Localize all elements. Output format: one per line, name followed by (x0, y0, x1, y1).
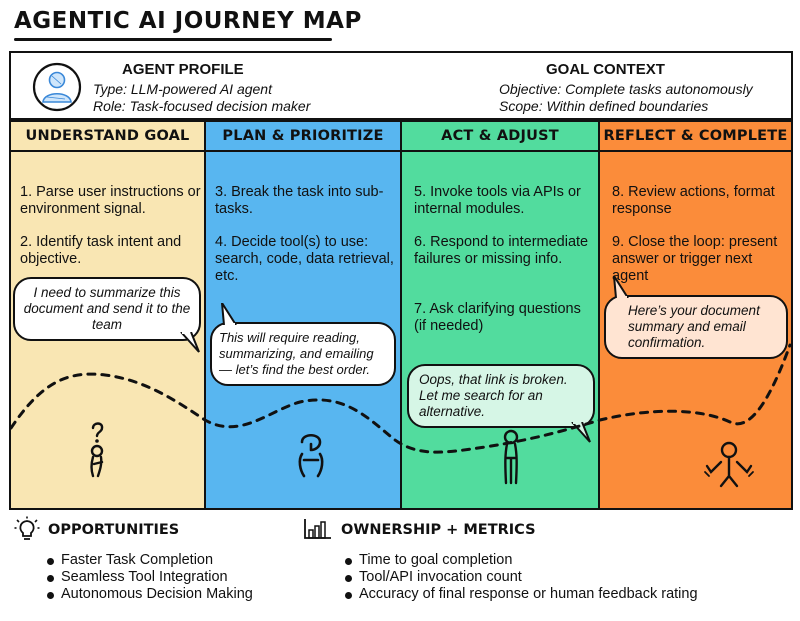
page-title: AGENTIC AI JOURNEY MAP (14, 8, 362, 34)
step-5: 5. Invoke tools via APIs or internal mod… (414, 184, 581, 217)
title-underline (14, 38, 332, 41)
step-9: 9. Close the loop: present answer or tri… (612, 234, 778, 284)
person-avatar-icon (31, 61, 83, 113)
speech-bubble: I need to summarize this document and se… (13, 277, 201, 341)
step-3: 3. Break the task into sub-tasks. (215, 184, 384, 217)
speech-bubble: This will require reading, summarizing, … (210, 322, 396, 386)
opportunities-heading: OPPORTUNITIES (48, 522, 180, 538)
thinking-person-icon (298, 433, 324, 478)
list-item: Autonomous Decision Making (45, 586, 253, 603)
stage-body: 8. Review actions, format response 9. Cl… (600, 152, 791, 508)
step-6: 6. Respond to intermediate failures or m… (414, 234, 589, 267)
bubble-tail (613, 276, 629, 298)
agent-type: Type: LLM-powered AI agent (93, 81, 272, 97)
stage-reflect-complete: REFLECT & COMPLETE 8. Review actions, fo… (598, 120, 793, 510)
speech-bubble-text: Oops, that link is broken. Let me search… (419, 372, 568, 419)
metrics-list: Time to goal completion Tool/API invocat… (343, 552, 698, 603)
stage-body: 1. Parse user instructions or environmen… (11, 152, 204, 508)
opportunities-section: OPPORTUNITIES Faster Task Completion Sea… (14, 516, 304, 616)
opportunities-list: Faster Task Completion Seamless Tool Int… (45, 552, 253, 603)
stage-title: ACT & ADJUST (402, 122, 598, 152)
metrics-section: OWNERSHIP + METRICS Time to goal complet… (303, 516, 793, 616)
lightbulb-icon (14, 516, 40, 540)
list-item: Seamless Tool Integration (45, 569, 253, 586)
goal-context-heading: GOAL CONTEXT (546, 61, 665, 78)
confused-person-icon (90, 422, 104, 478)
speech-bubble-text: This will require reading, summarizing, … (219, 330, 374, 377)
stage-title: UNDERSTAND GOAL (11, 122, 204, 152)
celebrating-person-icon (704, 441, 754, 488)
list-item: Accuracy of final response or human feed… (343, 586, 698, 603)
step-8: 8. Review actions, format response (612, 184, 775, 217)
step-1: 1. Parse user instructions or environmen… (20, 184, 201, 217)
goal-objective: Objective: Complete tasks autonomously (499, 81, 753, 97)
step-2: 2. Identify task intent and objective. (20, 234, 182, 267)
goal-scope: Scope: Within defined boundaries (499, 98, 709, 114)
bar-chart-icon (304, 519, 331, 539)
agent-profile-heading: AGENT PROFILE (122, 61, 244, 78)
bubble-tail (221, 303, 237, 325)
agent-role: Role: Task-focused decision maker (93, 98, 311, 114)
list-item: Time to goal completion (343, 552, 698, 569)
speech-bubble: Here’s your document summary and email c… (604, 295, 788, 359)
step-7: 7. Ask clarifying questions (if needed) (414, 301, 581, 334)
speech-bubble-text: I need to summarize this document and se… (23, 285, 191, 332)
goal-context: GOAL CONTEXT Objective: Complete tasks a… (499, 61, 753, 115)
list-item: Faster Task Completion (45, 552, 253, 569)
stage-title: REFLECT & COMPLETE (600, 122, 791, 152)
standing-person-icon (503, 429, 519, 485)
bubble-tail (571, 422, 591, 443)
metrics-heading: OWNERSHIP + METRICS (341, 522, 536, 538)
step-4: 4. Decide tool(s) to use: search, code, … (215, 234, 394, 284)
speech-bubble: Oops, that link is broken. Let me search… (407, 364, 595, 428)
profile-panel: AGENT PROFILE Type: LLM-powered AI agent… (9, 51, 793, 120)
list-item: Tool/API invocation count (343, 569, 698, 586)
bubble-tail (180, 332, 200, 353)
agent-profile: AGENT PROFILE Type: LLM-powered AI agent… (93, 61, 310, 115)
speech-bubble-text: Here’s your document summary and email c… (628, 303, 760, 350)
stage-title: PLAN & PRIORITIZE (206, 122, 400, 152)
